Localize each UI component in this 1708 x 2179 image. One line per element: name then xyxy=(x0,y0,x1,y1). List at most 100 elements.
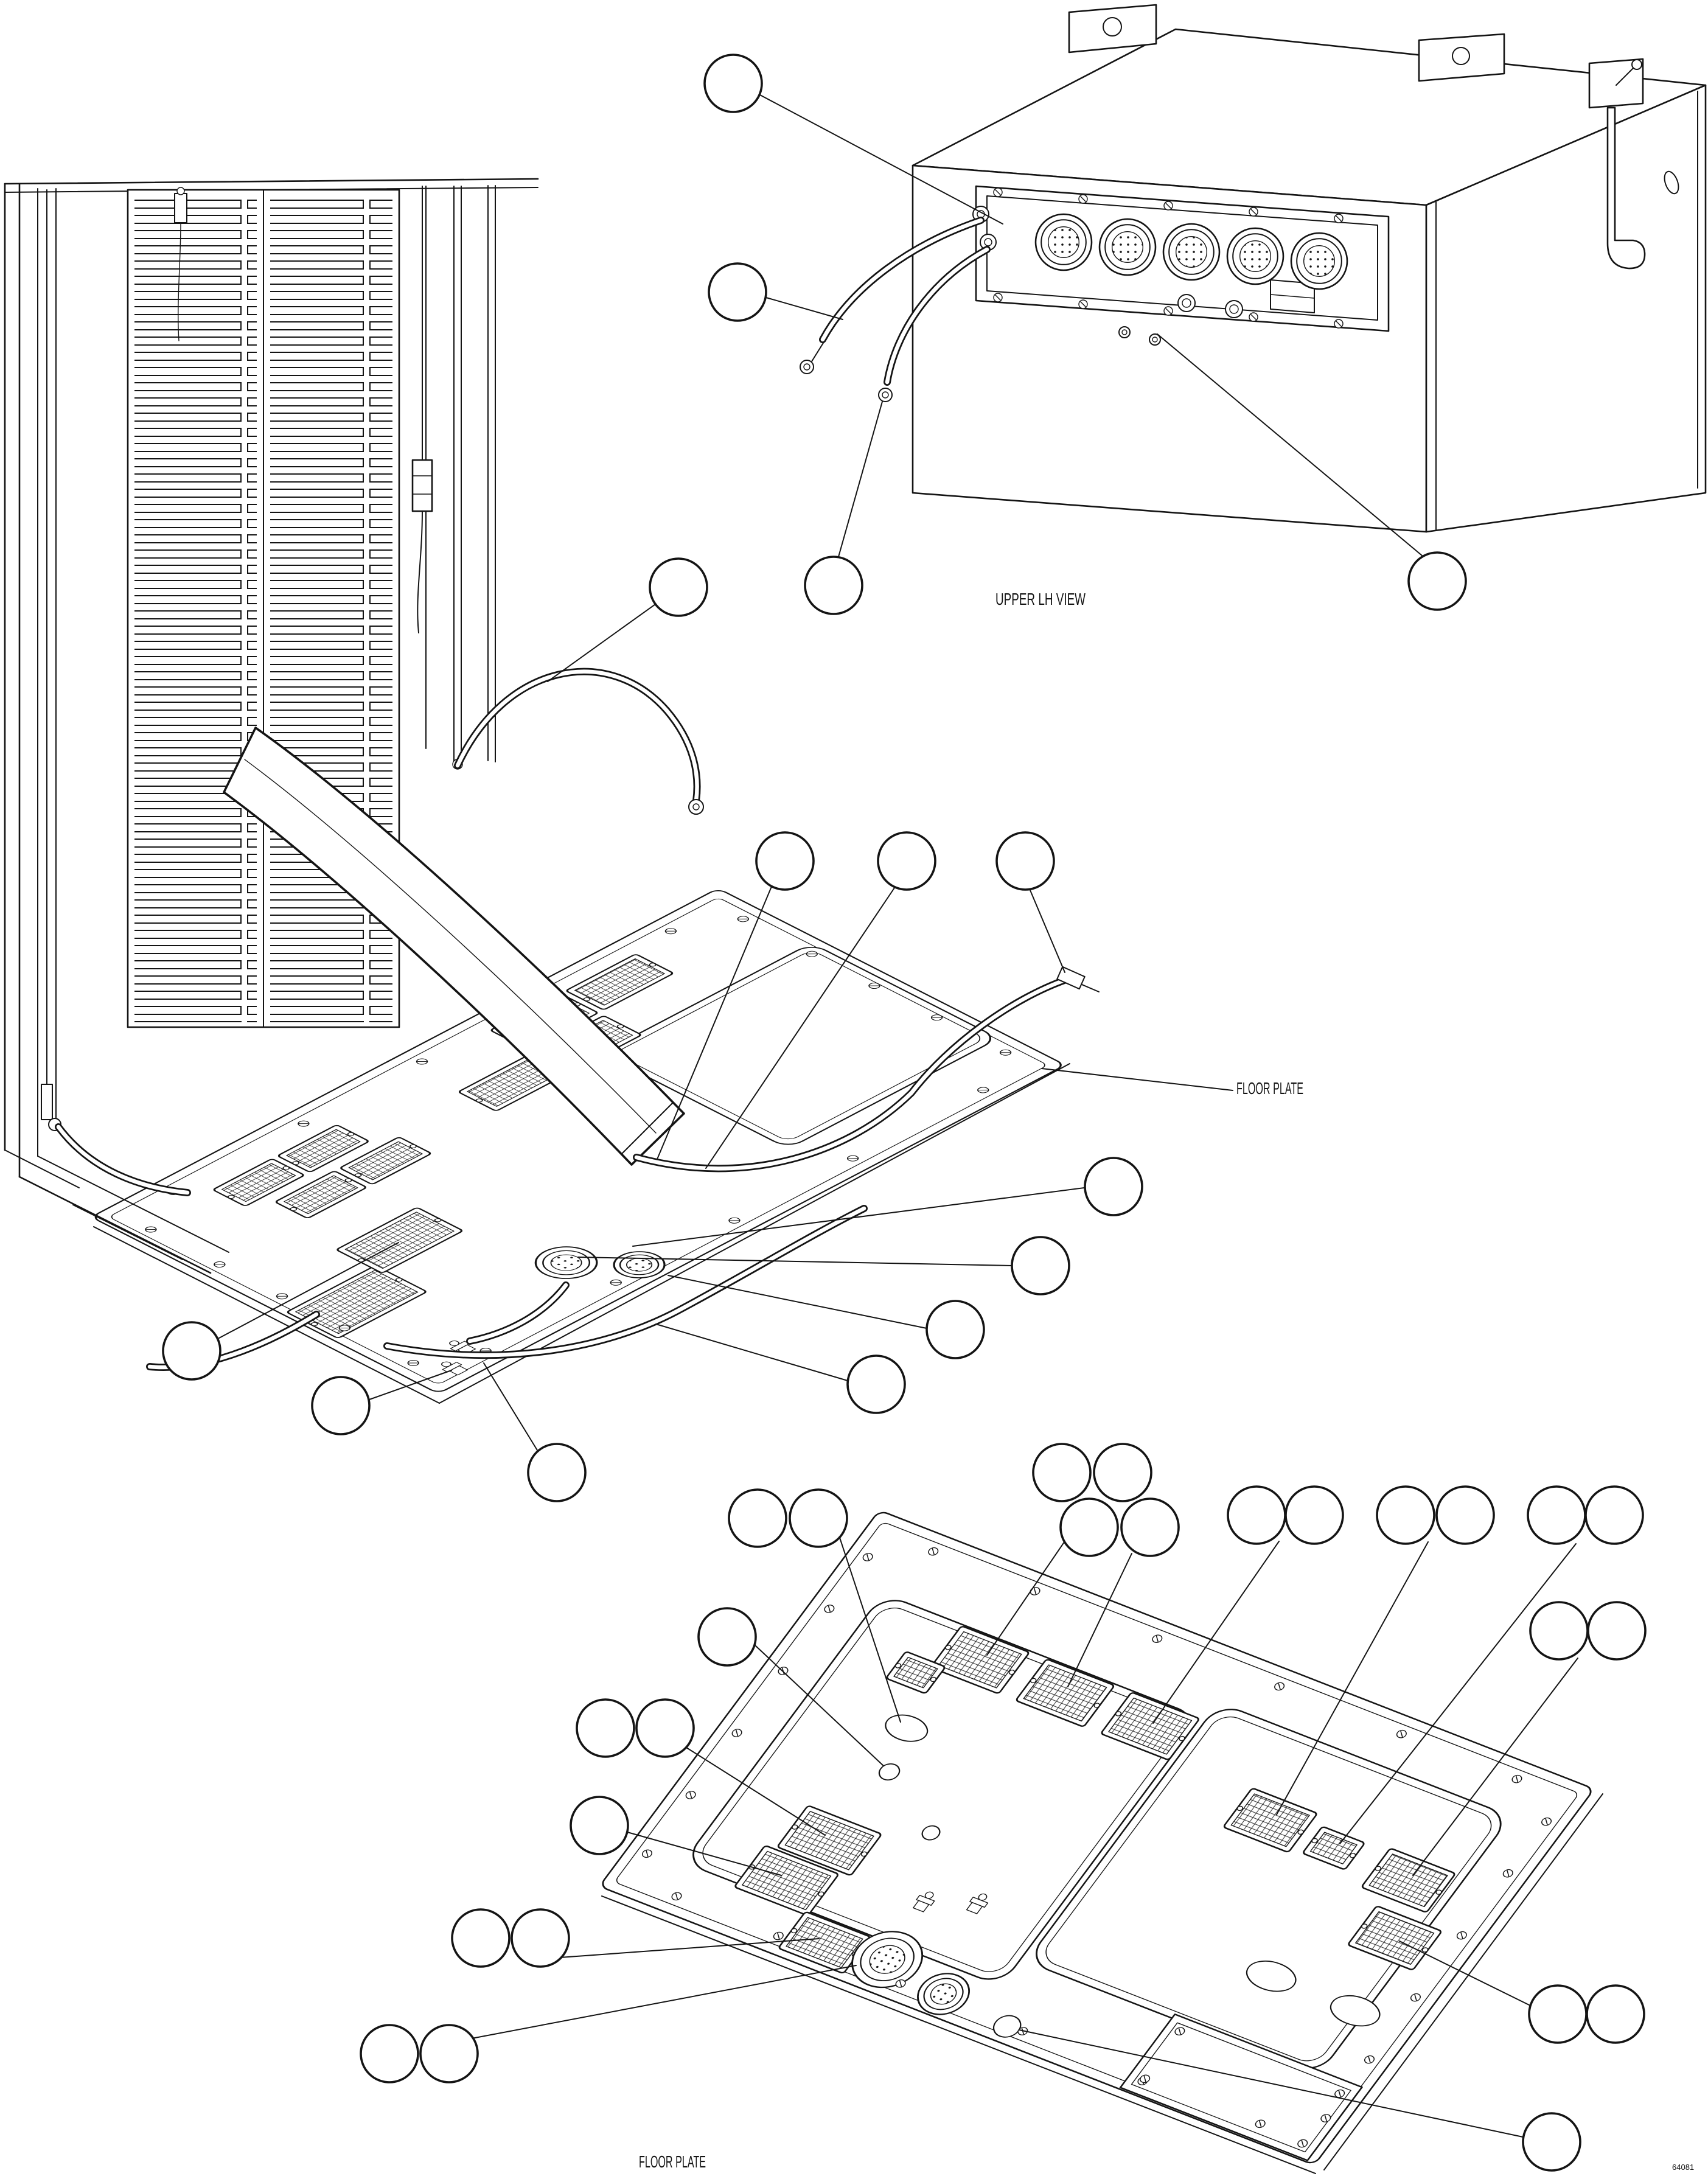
hose-end-fitting xyxy=(1056,966,1086,990)
bolt-head xyxy=(1152,336,1158,343)
floor-plate-bottom-thickness xyxy=(601,1793,1603,2174)
screw xyxy=(641,1849,652,1858)
screw xyxy=(846,1155,859,1162)
leader-line xyxy=(759,94,1003,225)
callout-balloon xyxy=(1435,1485,1495,1545)
callout-balloon xyxy=(708,262,767,322)
screw xyxy=(1502,1869,1513,1878)
callout-balloons xyxy=(162,54,1647,2172)
pin-connector xyxy=(931,1626,1030,1694)
callout-balloon xyxy=(728,1488,787,1548)
screw xyxy=(1078,194,1088,204)
callout-balloon xyxy=(1587,1601,1647,1661)
floor-plate-bottom-view xyxy=(602,1511,1592,2164)
screw xyxy=(806,950,818,957)
leader-lines xyxy=(218,94,1578,2138)
screw xyxy=(1255,2119,1266,2128)
screw xyxy=(298,1120,310,1127)
floor-plate-label-mid: FLOOR PLATE xyxy=(1236,1079,1303,1098)
recess-inner-line xyxy=(702,1608,1182,1972)
callout-balloon xyxy=(635,1698,695,1758)
circular-connector xyxy=(1226,227,1284,285)
equipment-rack xyxy=(4,178,539,1178)
callout-balloon xyxy=(846,1354,906,1414)
callout-balloon xyxy=(451,1908,511,1968)
callout-balloon xyxy=(1376,1485,1435,1545)
callout-balloon xyxy=(995,831,1055,891)
leader-line xyxy=(1019,2029,1524,2138)
screw xyxy=(407,1359,419,1366)
hose-fitting xyxy=(913,1891,935,1912)
cabinet-connector-row xyxy=(1034,213,1348,290)
aux-connector-core xyxy=(1229,304,1239,314)
rack-base xyxy=(4,1149,229,1274)
callout-balloon xyxy=(419,2024,479,2083)
leader-line xyxy=(577,1257,1013,1266)
hose-end-stub xyxy=(1081,984,1100,992)
bolt xyxy=(1118,326,1131,338)
screw xyxy=(276,1293,288,1300)
pin-connector xyxy=(566,954,674,1010)
screw xyxy=(1249,207,1258,217)
aux-connector-core xyxy=(1182,298,1191,308)
circular-connector xyxy=(1290,232,1348,290)
screw xyxy=(895,1979,906,1988)
access-panel xyxy=(1119,2013,1363,2161)
leader-line xyxy=(1399,1940,1531,2006)
callout-balloon xyxy=(877,831,936,891)
pin-connector xyxy=(277,1124,369,1173)
leader-line xyxy=(755,1645,884,1766)
pin-connector xyxy=(287,1266,427,1338)
screw xyxy=(338,1325,350,1331)
cable-ring-lug xyxy=(688,799,704,815)
hole xyxy=(878,1763,901,1781)
relay-box-seam xyxy=(1270,294,1315,299)
upper-lh-view-label: UPPER LH VIEW xyxy=(995,590,1086,608)
callout-balloon xyxy=(1529,1601,1589,1661)
callout-balloon xyxy=(570,1796,629,1855)
bracket-hole xyxy=(1103,17,1122,37)
screw xyxy=(1396,1729,1407,1738)
leader-line xyxy=(1041,1068,1233,1091)
callout-balloon xyxy=(1120,1497,1180,1557)
pin-connector xyxy=(340,1137,431,1185)
screw xyxy=(1320,2114,1331,2122)
leader-line xyxy=(559,1938,820,1958)
screw xyxy=(1174,2027,1185,2036)
bolt xyxy=(1149,333,1161,346)
inline-connector xyxy=(41,1084,53,1120)
leader-line xyxy=(547,604,656,682)
screw xyxy=(728,1217,741,1224)
cable-harness xyxy=(55,668,1100,1371)
round-connector xyxy=(534,1246,598,1279)
callout-balloon xyxy=(360,2024,419,2083)
callout-balloon xyxy=(925,1300,985,1359)
oval-grommet xyxy=(885,1714,929,1742)
plate-cutout xyxy=(608,947,992,1145)
screw xyxy=(1511,1774,1522,1783)
cable-lug-hole xyxy=(882,391,889,399)
bracket-hole xyxy=(1452,47,1470,65)
wire xyxy=(178,222,181,341)
callout-balloon xyxy=(755,831,815,891)
pin-connector xyxy=(1303,1826,1365,1870)
pin-connector xyxy=(1016,1659,1115,1727)
door-hole xyxy=(1664,170,1679,195)
leader-line xyxy=(838,401,883,557)
pin-connector xyxy=(1361,1848,1455,1912)
callout-balloon xyxy=(697,1607,757,1667)
plate-inner-line xyxy=(616,1522,1578,2153)
hole xyxy=(921,1825,941,1841)
callout-balloon xyxy=(1084,1157,1143,1216)
pin-connector xyxy=(336,1207,463,1273)
cable-ring-lug-hole xyxy=(692,803,700,811)
cabinet-panel-screws xyxy=(993,187,1344,329)
leader-line xyxy=(668,1275,927,1329)
leader-line xyxy=(1412,1658,1578,1876)
pin-connector xyxy=(1348,1906,1441,1970)
latch-rod xyxy=(1606,106,1646,270)
callout-balloon xyxy=(1586,1984,1645,2044)
aux-connector xyxy=(1225,300,1243,318)
floor-plate-label-bottom: FLOOR PLATE xyxy=(639,2152,706,2171)
